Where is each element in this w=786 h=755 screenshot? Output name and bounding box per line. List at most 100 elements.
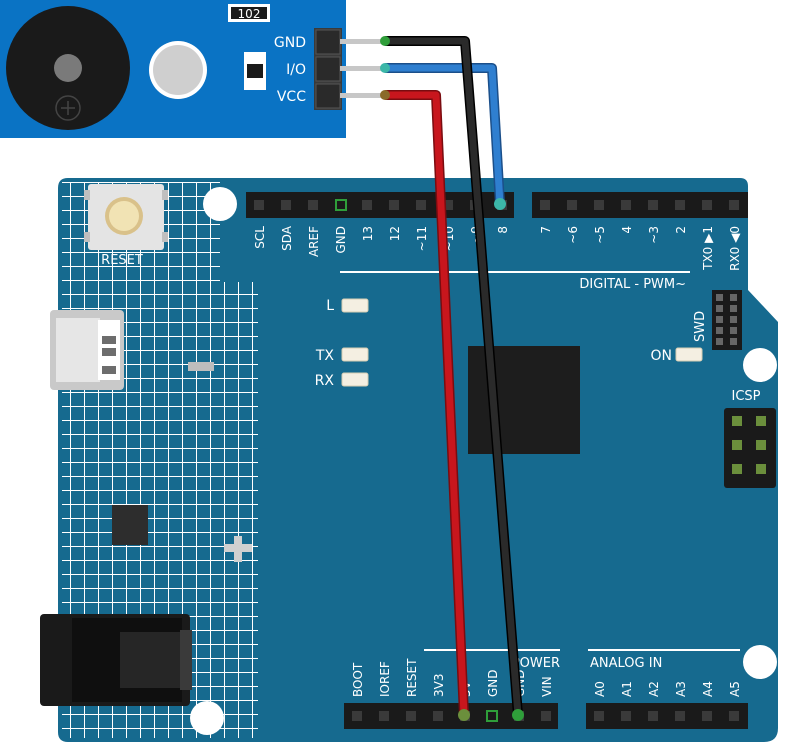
led-rx — [341, 372, 369, 387]
top-left-header-pin — [308, 200, 318, 210]
analog-label: ANALOG IN — [590, 656, 662, 671]
swd-pin — [730, 327, 737, 334]
swd-header — [712, 290, 742, 350]
top-left-header-pin — [389, 200, 399, 210]
power-header-pin — [379, 711, 389, 721]
top-right-header-label: ~5 — [593, 226, 607, 244]
microcontroller-chip — [468, 346, 580, 454]
resistor-102: 102 — [228, 4, 270, 22]
top-right-header-pin — [729, 200, 739, 210]
analog-header-label: A0 — [593, 681, 607, 697]
arduino-board: RESET DIGITAL - PWM~ L TX — [40, 178, 778, 742]
top-left-header-label: SCL — [253, 226, 267, 249]
led-l — [341, 298, 369, 313]
top-right-header-pin — [621, 200, 631, 210]
mount-hole — [743, 348, 777, 382]
led-rx-label: RX — [315, 373, 335, 389]
swd-pin — [716, 338, 723, 345]
power-header-label: IOREF — [378, 661, 392, 697]
voltage-regulator — [112, 505, 148, 545]
top-right-header-label: ~3 — [647, 226, 661, 244]
analog-header — [586, 703, 748, 729]
swd-pin — [730, 294, 737, 301]
top-left-header-label: ~11 — [415, 226, 429, 251]
led-on-label: ON — [651, 348, 673, 364]
digital-label: DIGITAL - PWM~ — [579, 277, 686, 292]
swd-pin — [716, 294, 723, 301]
power-header-pin — [352, 711, 362, 721]
led-on — [675, 347, 703, 362]
swd-pin — [716, 327, 723, 334]
top-left-header-pin — [443, 200, 453, 210]
top-right-header-label: TX0 ▶1 — [701, 226, 715, 271]
top-right-header-label: RX0 ◀0 — [728, 226, 742, 271]
top-left-header-label: AREF — [307, 226, 321, 257]
swd-pin — [716, 316, 723, 323]
smd-resistor — [188, 362, 214, 371]
swd-label: SWD — [693, 311, 708, 342]
power-header — [344, 703, 558, 729]
power-header-label: RESET — [405, 658, 419, 697]
top-left-header-pin — [362, 200, 372, 210]
analog-header-pin — [648, 711, 658, 721]
mount-hole — [203, 187, 237, 221]
pin-label-io: I/O — [286, 62, 306, 78]
power-header-pin — [433, 711, 443, 721]
analog-header-label: A3 — [674, 681, 688, 697]
mount-hole — [190, 701, 224, 735]
analog-header-pin — [621, 711, 631, 721]
dc-barrel-jack — [40, 614, 192, 706]
top-right-header-label: 2 — [674, 226, 688, 234]
top-header-right — [532, 192, 748, 218]
top-left-header-pin — [416, 200, 426, 210]
top-left-header-label: 13 — [361, 226, 375, 241]
analog-header-label: A2 — [647, 681, 661, 697]
top-left-header-label: GND — [334, 226, 348, 254]
power-header-label: 3V3 — [432, 674, 446, 697]
top-left-header-pin — [254, 200, 264, 210]
top-right-header-pin — [648, 200, 658, 210]
top-right-header-label: ~6 — [566, 226, 580, 244]
power-header-label: GND — [486, 669, 500, 697]
wires — [380, 36, 524, 721]
top-right-header-pin — [594, 200, 604, 210]
top-right-header-pin — [675, 200, 685, 210]
analog-header-label: A5 — [728, 681, 742, 697]
analog-header-pin — [675, 711, 685, 721]
icsp-header — [724, 408, 776, 488]
analog-header-pin — [702, 711, 712, 721]
power-header-label: VIN — [540, 676, 554, 697]
swd-pin — [730, 338, 737, 345]
top-right-header-pin — [540, 200, 550, 210]
reset-label: RESET — [101, 253, 143, 268]
led-l-label: L — [326, 298, 334, 314]
power-header-pin — [406, 711, 416, 721]
top-left-header-label: SDA — [280, 225, 294, 251]
top-right-header-pin — [567, 200, 577, 210]
power-label: POWER — [512, 656, 560, 671]
cross-marker — [224, 536, 252, 562]
pin-label-gnd: GND — [274, 35, 306, 51]
power-header-label: BOOT — [351, 662, 365, 697]
top-right-header-label: 4 — [620, 226, 634, 234]
usb-c-connector — [50, 310, 124, 390]
led-tx-label: TX — [315, 348, 335, 364]
analog-header-pin — [594, 711, 604, 721]
analog-header-label: A4 — [701, 681, 715, 697]
swd-pin — [730, 316, 737, 323]
icsp-label: ICSP — [731, 389, 760, 404]
analog-header-pin — [729, 711, 739, 721]
buzzer-module: 102 GND I/O VCC — [0, 0, 384, 138]
top-right-header-pin — [702, 200, 712, 210]
mount-hole — [743, 645, 777, 679]
power-header-pin — [541, 711, 551, 721]
top-left-header-label: 12 — [388, 226, 402, 241]
reset-button[interactable] — [84, 184, 168, 250]
module-pin-header — [314, 28, 342, 110]
pin-label-vcc: VCC — [277, 89, 306, 105]
top-left-header-label: 8 — [496, 226, 510, 234]
led-tx — [341, 347, 369, 362]
top-right-header-label: 7 — [539, 226, 553, 234]
swd-pin — [730, 305, 737, 312]
